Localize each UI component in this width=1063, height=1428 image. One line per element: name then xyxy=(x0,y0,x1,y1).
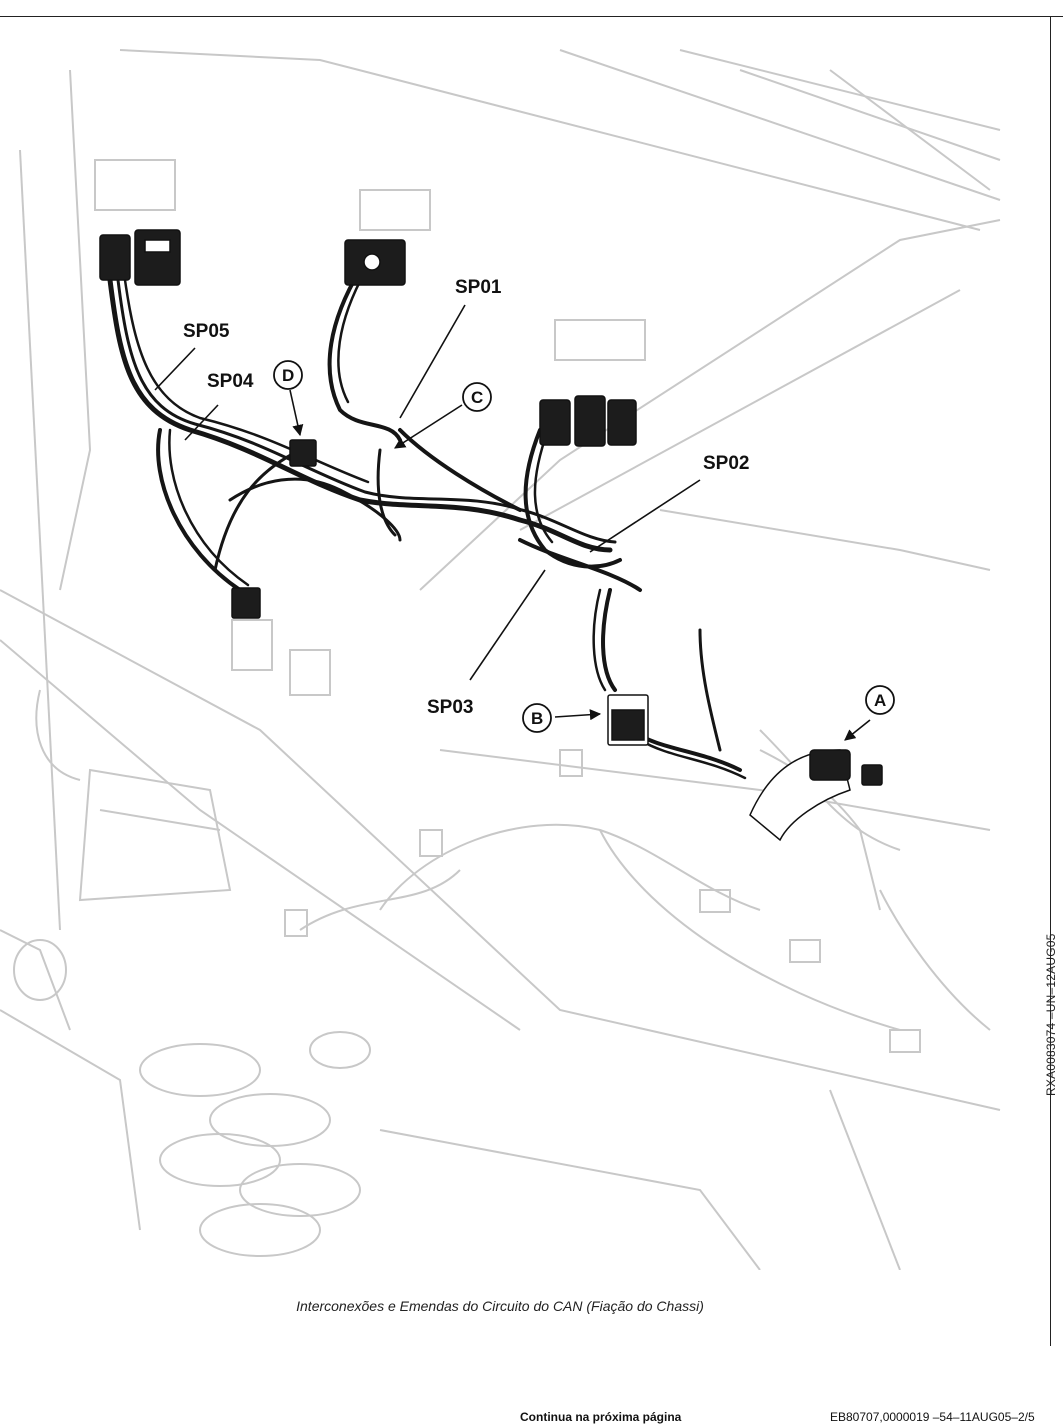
background-machinery xyxy=(0,49,1001,1270)
callout-circle-d xyxy=(273,360,303,390)
label-sp04: SP04 xyxy=(207,371,254,392)
document-reference: EB80707,0000019 –54–11AUG05–2/5 xyxy=(830,1410,1035,1424)
label-sp05: SP05 xyxy=(183,321,230,342)
wiring-harness-illustration: SP01 SP02 SP03 SP04 SP05 A B C D xyxy=(0,49,1001,1270)
figure-id: RXA0083074 –UN–12AUG05 xyxy=(1044,933,1058,1096)
leader-sp01 xyxy=(399,304,466,419)
arrow-b xyxy=(554,709,602,721)
page-frame xyxy=(0,16,1051,1346)
continued-note: Continua na próxima página xyxy=(520,1410,682,1424)
label-sp01: SP01 xyxy=(455,277,502,298)
label-d: D xyxy=(282,366,294,385)
leader-sp04 xyxy=(184,404,219,441)
label-c: C xyxy=(471,388,483,407)
arrow-a xyxy=(844,719,871,741)
leader-sp02 xyxy=(589,479,701,553)
label-b: B xyxy=(531,709,543,728)
harness-wires xyxy=(107,268,747,780)
callout-circle-a xyxy=(865,685,895,715)
connectors xyxy=(99,229,883,842)
callout-circle-c xyxy=(462,382,492,412)
leader-sp05 xyxy=(154,347,196,391)
figure-caption: Interconexões e Emendas do Circuito do C… xyxy=(296,1298,704,1314)
leader-sp03 xyxy=(469,569,546,681)
label-a: A xyxy=(874,691,886,710)
callout-circles xyxy=(273,360,895,733)
arrow-c xyxy=(394,404,463,449)
leader-lines xyxy=(154,304,871,741)
top-rule xyxy=(0,16,1063,17)
arrow-d xyxy=(289,389,304,437)
label-sp02: SP02 xyxy=(703,453,749,474)
label-sp03: SP03 xyxy=(427,697,473,718)
callout-circle-b xyxy=(522,703,552,733)
